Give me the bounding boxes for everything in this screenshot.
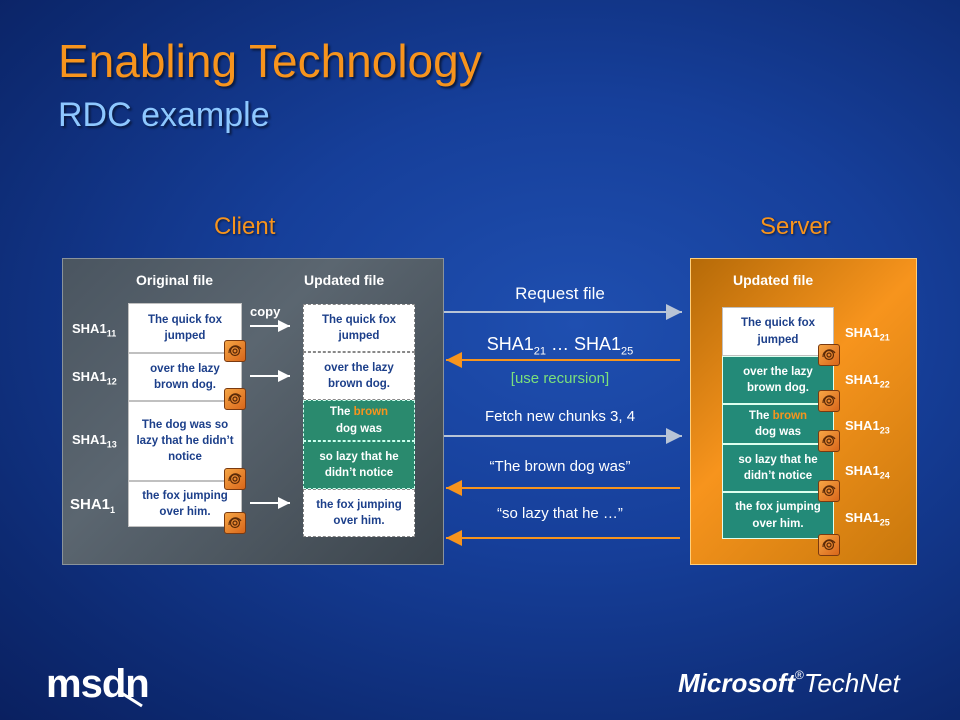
client-updated-chunk-1: The quick fox jumped [303,304,415,352]
server-chunk-3: The brown dog was [722,404,834,444]
fingerprint-icon [818,430,840,452]
recursion-message: [use recursion] [510,370,610,387]
fingerprint-icon [224,468,246,490]
sha-label-21: SHA121 [845,325,890,343]
client-updated-chunk-4: so lazy that he didn’t notice [303,441,415,489]
original-chunk-2: over the lazy brown dog. [128,353,242,401]
sha-label-25: SHA125 [845,510,890,528]
original-chunk-1: The quick fox jumped [128,303,242,353]
server-updated-file-label: Updated file [733,272,814,288]
slide-title: Enabling Technology [58,35,482,87]
original-chunk-4: the fox jumping over him. [128,481,242,527]
fingerprint-icon [818,534,840,556]
client-updated-chunk-2: over the lazy brown dog. [303,352,415,400]
client-heading: Client [214,213,276,240]
fingerprint-icon [224,512,246,534]
original-file-label: Original file [136,272,214,288]
request-file-message: Request file [515,284,605,303]
sha-label-23: SHA123 [845,418,890,436]
sha-label-22: SHA122 [845,372,890,390]
client-updated-file-label: Updated file [304,272,385,288]
server-chunk-2: over the lazy brown dog. [722,356,834,404]
original-chunk-3: The dog was so lazy that he didn’t notic… [128,401,242,481]
slide-subtitle: RDC example [58,96,270,134]
server-heading: Server [760,213,831,240]
microsoft-technet-logo: Microsoft®TechNet [678,668,900,698]
server-chunk-5: the fox jumping over him. [722,492,834,539]
fetch-chunks-message: Fetch new chunks 3, 4 [484,408,636,425]
fingerprint-icon [818,390,840,412]
copy-label: copy [250,304,281,319]
client-updated-chunk-5: the fox jumping over him. [303,489,415,537]
fingerprint-icon [224,340,246,362]
fingerprint-icon [224,388,246,410]
sha-label-12: SHA112 [72,369,117,387]
sha-range-message: SHA121 … SHA125 [486,334,634,358]
copy-arrows [250,320,290,509]
fingerprint-icon [818,344,840,366]
server-chunk-4: so lazy that he didn’t notice [722,444,834,492]
sha-label-11: SHA111 [72,321,117,339]
fingerprint-icon [818,480,840,502]
reply-message-2: “so lazy that he …” [497,505,623,522]
reply-message-1: “The brown dog was” [489,458,631,475]
msdn-logo-swoosh [119,690,143,708]
sha-label-1: SHA11 [70,496,116,515]
message-arrows [444,304,682,546]
sha-label-13: SHA113 [72,432,117,450]
sha-label-24: SHA124 [845,463,890,481]
server-chunk-1: The quick fox jumped [722,307,834,356]
client-updated-chunk-3: The brown dog was [303,400,415,441]
